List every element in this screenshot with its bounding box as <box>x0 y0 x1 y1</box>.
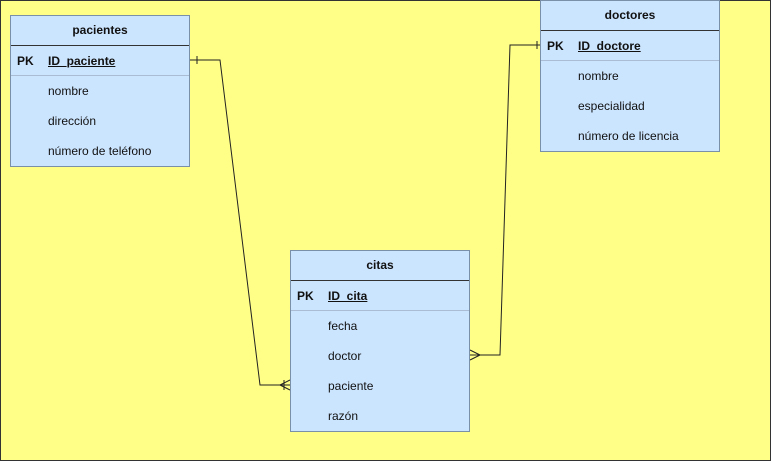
pk-label: PK <box>547 39 564 53</box>
many-marker-citas-paciente <box>279 379 291 391</box>
field-row[interactable]: especialidad <box>541 91 719 121</box>
field-name: número de licencia <box>578 129 679 143</box>
field-name: nombre <box>48 84 89 98</box>
field-row[interactable]: nombre <box>541 61 719 91</box>
entity-pacientes[interactable]: pacientes PK ID_paciente nombre direcció… <box>10 15 190 167</box>
pk-field: ID_cita <box>328 289 368 303</box>
entity-doctores[interactable]: doctores PK ID_doctore nombre especialid… <box>540 0 720 152</box>
pk-label: PK <box>297 289 314 303</box>
connector-doctores-citas[interactable] <box>470 44 540 356</box>
pk-label: PK <box>17 54 34 68</box>
entity-title: doctores <box>541 1 719 31</box>
field-name: número de teléfono <box>48 144 152 158</box>
field-row[interactable]: número de licencia <box>541 121 719 151</box>
field-name: doctor <box>328 349 362 363</box>
field-name: fecha <box>328 319 358 333</box>
many-marker-citas-doctor <box>469 349 481 361</box>
entity-title: pacientes <box>11 16 189 46</box>
field-row[interactable]: número de teléfono <box>11 136 189 166</box>
field-row[interactable]: doctor <box>291 341 469 371</box>
pk-row[interactable]: PK ID_doctore <box>541 31 719 61</box>
entity-title: citas <box>291 251 469 281</box>
field-name: especialidad <box>578 99 645 113</box>
field-row[interactable]: fecha <box>291 311 469 341</box>
field-name: dirección <box>48 114 97 128</box>
entity-citas[interactable]: citas PK ID_cita fecha doctor paciente r… <box>290 250 470 432</box>
field-row[interactable]: razón <box>291 401 469 431</box>
connector-pacientes-citas[interactable] <box>190 59 290 386</box>
field-name: razón <box>328 409 359 423</box>
field-name: paciente <box>328 379 374 393</box>
pk-row[interactable]: PK ID_cita <box>291 281 469 311</box>
pk-field: ID_doctore <box>578 39 641 53</box>
field-row[interactable]: dirección <box>11 106 189 136</box>
pk-field: ID_paciente <box>48 54 116 68</box>
field-name: nombre <box>578 69 619 83</box>
field-row[interactable]: paciente <box>291 371 469 401</box>
field-row[interactable]: nombre <box>11 76 189 106</box>
pk-row[interactable]: PK ID_paciente <box>11 46 189 76</box>
